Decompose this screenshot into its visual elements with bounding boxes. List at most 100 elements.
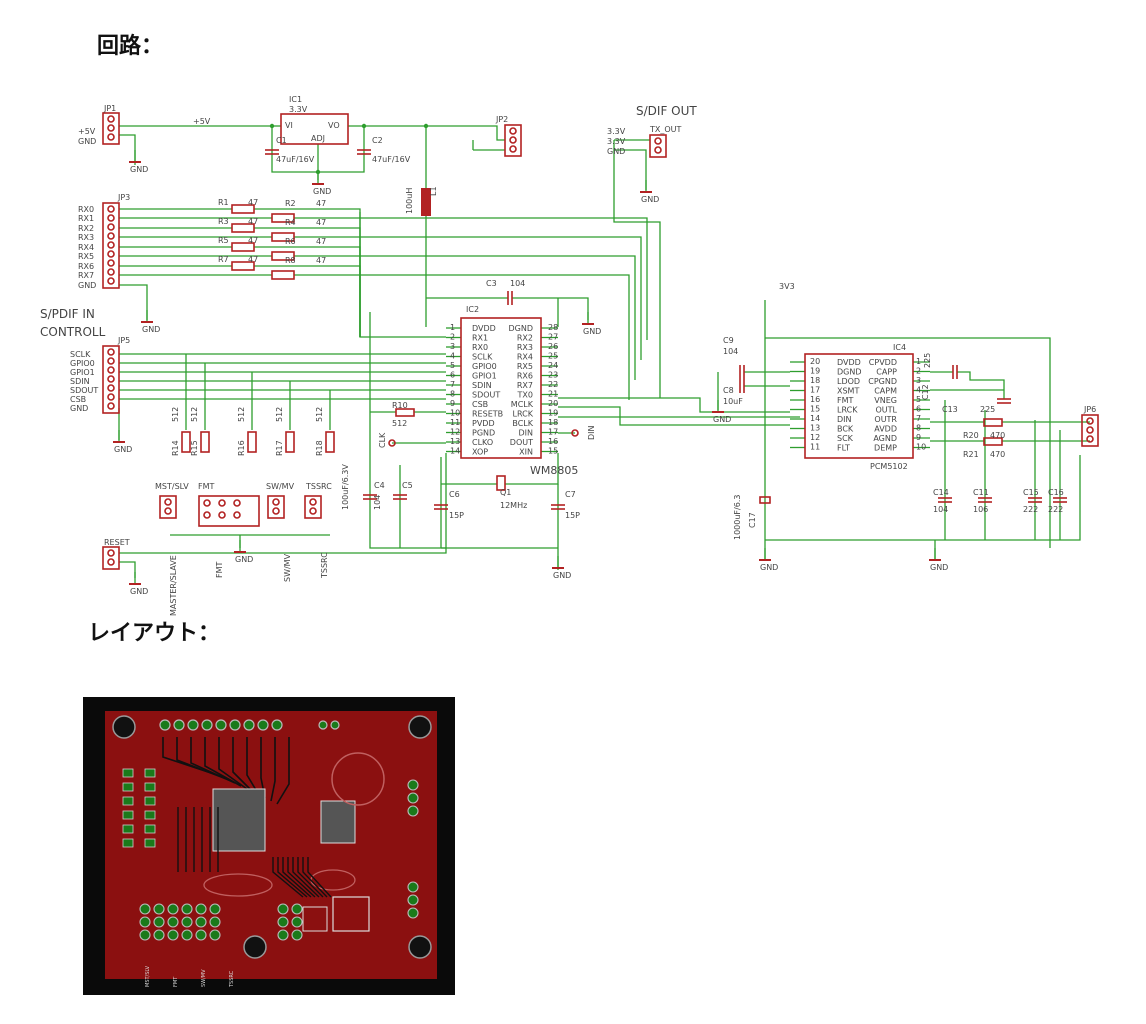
label-text: CONTROLL	[40, 325, 106, 339]
label-text: AVDD	[874, 425, 897, 434]
label-text: ADJ	[311, 134, 325, 143]
label-text: R3	[218, 217, 229, 226]
label-text: 6	[916, 405, 921, 414]
pcb-label: FMT	[173, 976, 179, 987]
label-text: 23	[548, 371, 558, 380]
label-text: RX1	[78, 214, 94, 223]
pcb-ic2	[212, 788, 266, 852]
label-text: R21	[963, 450, 979, 459]
connector-pin	[107, 124, 115, 132]
label-text: GND	[607, 147, 625, 156]
label-text: 8	[450, 390, 455, 399]
label-text: JP5	[117, 336, 130, 345]
resistor-r21	[983, 437, 1003, 446]
label-text: 12MHz	[500, 501, 527, 510]
label-text: RESET	[104, 538, 130, 547]
label-text: DEMP	[874, 444, 897, 453]
label-text: CAPP	[876, 368, 897, 377]
label-text: R1	[218, 198, 229, 207]
label-text: 5	[916, 395, 921, 404]
label-text: RX5	[78, 252, 94, 261]
connector-pin	[107, 375, 115, 383]
label-text: IC4	[893, 343, 906, 352]
label-text: Q1	[500, 488, 511, 497]
jp5-connector	[102, 345, 120, 414]
connector-pin	[107, 259, 115, 267]
connector-pin	[1086, 435, 1094, 443]
label-text: FMT	[198, 482, 215, 491]
label-text: R16	[237, 440, 246, 456]
label-text: C3	[486, 279, 497, 288]
label-text: 470	[990, 450, 1005, 459]
resistor-r10	[395, 408, 415, 417]
label-text: R18	[315, 440, 324, 456]
label-text: 19	[548, 409, 558, 418]
connector-pin	[309, 498, 317, 506]
connector-pin	[654, 146, 662, 154]
label-text: RX6	[78, 262, 94, 271]
label-text: GND	[130, 587, 148, 596]
pcb-label: TSSRC	[229, 970, 235, 988]
label-text: 25	[548, 352, 558, 361]
jp1-connector	[102, 112, 120, 145]
label-text: R6	[285, 237, 296, 246]
label-text: 21	[548, 390, 558, 399]
label-text: SDIN	[70, 377, 90, 386]
label-text: 512	[237, 407, 246, 422]
label-text: 18	[810, 376, 820, 385]
label-text: C2	[372, 136, 383, 145]
label-text: 2	[450, 333, 455, 342]
jumper-fmt	[198, 495, 260, 527]
label-text: 47	[248, 255, 258, 264]
label-text: 22	[548, 380, 558, 389]
label-text: LRCK	[837, 406, 858, 415]
label-text: 47	[248, 217, 258, 226]
label-text: SCLK	[70, 350, 91, 359]
label-text: 26	[548, 342, 558, 351]
label-text: 12	[450, 428, 460, 437]
label-text: BCK	[837, 425, 854, 434]
label-text: 222	[1048, 505, 1063, 514]
label-text: 15P	[565, 511, 580, 520]
label-text: CPVDD	[869, 358, 897, 367]
label-text: GPIO0	[472, 362, 497, 371]
label-text: 24	[548, 361, 558, 370]
label-text: FMT	[215, 561, 224, 578]
label-text: R10	[392, 401, 408, 410]
label-text: CLKO	[472, 438, 493, 447]
label-text: DIN	[518, 429, 533, 438]
label-text: 28	[548, 323, 558, 332]
label-text: MASTER/SLAVE	[169, 555, 178, 616]
label-text: RX7	[517, 381, 533, 390]
pcb-pad	[201, 719, 213, 731]
label-text: RESETB	[472, 410, 503, 419]
label-text: 27	[548, 333, 558, 342]
label-text: 14	[810, 414, 820, 423]
label-text: 3.3V	[607, 127, 626, 136]
connector-pin	[1086, 417, 1094, 425]
label-text: VI	[285, 121, 293, 130]
label-text: C7	[565, 490, 576, 499]
label-text: DGND	[837, 368, 862, 377]
connector-pin	[107, 232, 115, 240]
label-text: GND	[760, 563, 778, 572]
label-text: C17	[748, 512, 757, 528]
label-text: C4	[374, 481, 385, 490]
label-text: 16	[810, 395, 820, 404]
label-text: PGND	[472, 429, 495, 438]
connector-pin	[107, 348, 115, 356]
connector-pin	[107, 223, 115, 231]
label-text: AGND	[873, 434, 897, 443]
connector-pin	[107, 214, 115, 222]
label-text: 106	[973, 505, 988, 514]
label-text: GND	[930, 563, 948, 572]
tx-out-connector	[649, 134, 667, 158]
connector-pin	[509, 127, 517, 135]
label-text: RX3	[78, 233, 94, 242]
jp2-connector	[504, 124, 522, 157]
label-text: 20	[810, 357, 820, 366]
din-testpoint	[571, 429, 579, 437]
label-text: 7	[450, 380, 455, 389]
label-text: RX2	[78, 224, 94, 233]
